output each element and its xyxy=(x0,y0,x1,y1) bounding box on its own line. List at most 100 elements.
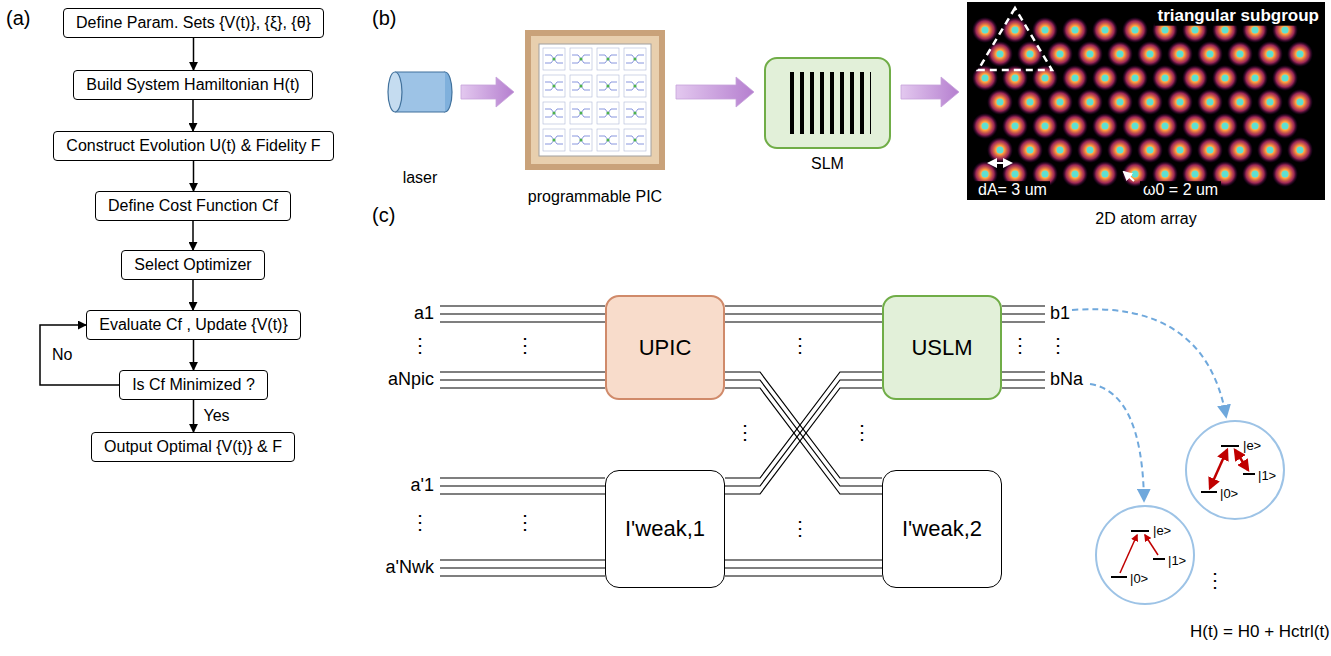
connector-line xyxy=(725,380,882,486)
waveguide xyxy=(572,136,590,144)
beam-arrow xyxy=(461,77,514,107)
atom-dot xyxy=(1207,99,1214,106)
atom-dot xyxy=(1297,147,1304,154)
atom-glow xyxy=(1197,89,1223,115)
atom-glow xyxy=(1287,89,1313,115)
atom-glow xyxy=(1197,137,1223,163)
atom-glow xyxy=(1077,41,1103,67)
atom-glow xyxy=(1167,89,1193,115)
ellipsis-dots: ⋮ xyxy=(1010,334,1030,356)
atom-dot xyxy=(1132,27,1139,34)
matrix-block: I'weak,1 xyxy=(605,470,725,588)
text-label: aNpic xyxy=(388,370,434,390)
leader-arrows xyxy=(1072,309,1226,500)
atom-dot xyxy=(1087,51,1094,58)
atom-glow xyxy=(1017,137,1043,163)
atom-dot xyxy=(1177,147,1184,154)
connector xyxy=(461,77,514,107)
atom-dot xyxy=(1162,123,1169,130)
atom-dot xyxy=(1102,75,1109,82)
flow-step: Define Param. Sets {V(t)}, {ξ}, {θ} xyxy=(63,8,324,38)
node-text: Output Optimal {V(t)} & F xyxy=(104,438,282,456)
atom-dot xyxy=(1042,171,1049,178)
phase-shifter xyxy=(606,84,609,87)
node-text: Select Optimizer xyxy=(134,256,251,274)
atom-glow xyxy=(1242,161,1268,187)
phase-shifter xyxy=(579,84,582,87)
atom-glow xyxy=(1242,113,1268,139)
text-label: a1 xyxy=(414,304,434,324)
ellipsis-dots: ⋮ xyxy=(852,421,872,443)
flow-step: Is Cf Minimized ? xyxy=(119,370,268,400)
atom-dot xyxy=(1027,51,1034,58)
phase-shifter xyxy=(552,138,555,141)
atom-dot xyxy=(1192,123,1199,130)
mzi-cell xyxy=(570,48,592,70)
atom-dot xyxy=(1042,123,1049,130)
node-text: |0> xyxy=(1220,486,1238,501)
atom-glow xyxy=(1107,41,1133,67)
atom-dot xyxy=(1252,171,1259,178)
node-text: laser xyxy=(403,169,438,187)
connector-line xyxy=(725,559,882,560)
node-text: Build System Hamiltonian H(t) xyxy=(86,76,299,94)
atom-glow xyxy=(1137,137,1163,163)
waveguide xyxy=(626,82,644,90)
phase-shifter xyxy=(633,57,636,60)
ellipsis-dots: ⋮ xyxy=(410,511,430,533)
flow-step: Construct Evolution U(t) & Fidelity F xyxy=(53,131,334,161)
atom-glow xyxy=(1152,113,1178,139)
waveguide xyxy=(599,55,617,63)
atom-glow xyxy=(1092,113,1118,139)
atom-glow xyxy=(1077,137,1103,163)
atom-glow xyxy=(1047,89,1073,115)
atom-glow xyxy=(1107,89,1133,115)
atom-glow xyxy=(1032,113,1058,139)
node-text: Define Cost Function Cf xyxy=(108,197,278,215)
connector xyxy=(901,77,959,107)
atom-glow xyxy=(1287,137,1313,163)
mzi-cell xyxy=(597,129,619,151)
atom-glow xyxy=(1017,41,1043,67)
phase-shifter xyxy=(552,111,555,114)
atom-glow xyxy=(1122,113,1148,139)
waveguide xyxy=(599,82,617,90)
atom-dot xyxy=(1087,99,1094,106)
node-text: I'weak,1 xyxy=(625,516,705,542)
phase-shifter xyxy=(633,138,636,141)
node-text: I'weak,2 xyxy=(902,516,982,542)
atom-dot xyxy=(1012,75,1019,82)
atom-glow xyxy=(1062,17,1088,43)
flow-step: Define Cost Function Cf xyxy=(95,191,291,221)
flow-step: Evaluate Cf , Update {V(t)} xyxy=(86,310,301,340)
connector-line xyxy=(725,567,882,568)
ellipsis-dots: ⋮ xyxy=(515,334,535,356)
flow-step: Output Optimal {V(t)} & F xyxy=(91,432,295,462)
slm-device xyxy=(765,58,890,148)
text-label: a'1 xyxy=(411,476,434,496)
node-text: |0> xyxy=(1130,571,1148,586)
phase-shifter xyxy=(579,138,582,141)
atom-dot xyxy=(1207,147,1214,154)
atom-dot xyxy=(1072,27,1079,34)
atom-dot xyxy=(1237,147,1244,154)
atom-glow xyxy=(1227,89,1253,115)
ellipsis-dots: ⋮ xyxy=(515,511,535,533)
node-text: Construct Evolution U(t) & Fidelity F xyxy=(66,137,320,155)
output-wires xyxy=(1002,306,1045,388)
waveguide xyxy=(626,109,644,117)
waveguide xyxy=(599,109,617,117)
atom-dot xyxy=(1207,51,1214,58)
mzi-cell xyxy=(543,48,565,70)
atom-glow xyxy=(1092,17,1118,43)
atom-dot xyxy=(1147,147,1154,154)
edge-label: No xyxy=(50,346,74,364)
atom-dot xyxy=(1177,51,1184,58)
phase-shifter xyxy=(606,57,609,60)
connector xyxy=(193,221,194,250)
connector-line xyxy=(725,305,882,306)
atom-dot xyxy=(1267,99,1274,106)
atom-dot xyxy=(1162,171,1169,178)
atom-dot xyxy=(1132,171,1139,178)
atom-dot xyxy=(1027,147,1034,154)
